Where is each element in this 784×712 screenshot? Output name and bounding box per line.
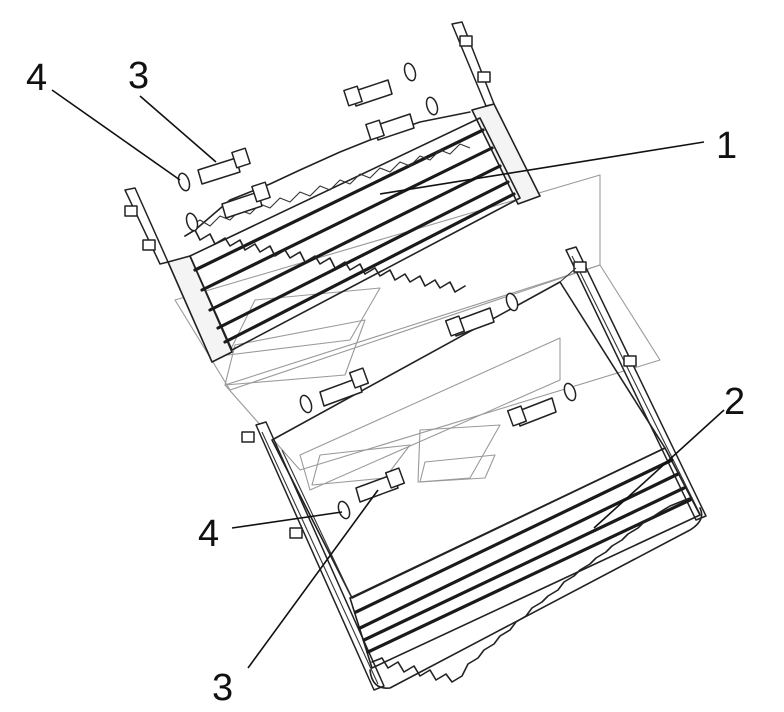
lower-right-bolt-b bbox=[623, 355, 637, 367]
callout-3-bottom: 3 bbox=[212, 667, 233, 709]
callout-4-top: 4 bbox=[26, 57, 47, 99]
upper-bolt-4 bbox=[365, 113, 415, 141]
upper-tread-outline bbox=[189, 117, 521, 351]
upper-washer-3 bbox=[403, 62, 417, 82]
upper-bolt-2 bbox=[221, 181, 271, 219]
lower-bolt-1 bbox=[444, 307, 495, 337]
upper-washer-1 bbox=[177, 172, 191, 192]
lower-right-bolt-a bbox=[573, 261, 587, 273]
upper-washer-2 bbox=[185, 212, 199, 232]
lower-washer-2 bbox=[299, 394, 313, 414]
upper-left-bolt-a bbox=[124, 205, 138, 217]
upper-right-bracket-tab bbox=[451, 21, 495, 107]
upper-washer-4 bbox=[425, 96, 439, 116]
lower-bolt-3 bbox=[506, 397, 557, 427]
lower-left-bolt-b bbox=[289, 527, 303, 539]
upper-right-bolt-a bbox=[459, 35, 473, 47]
upper-left-bolt-b bbox=[142, 239, 156, 251]
callout-3-top: 3 bbox=[128, 55, 149, 97]
upper-bolt-1 bbox=[197, 147, 251, 185]
lower-bolt-4 bbox=[355, 467, 406, 503]
lower-washer-4 bbox=[337, 500, 351, 520]
leader-3-bottom bbox=[247, 489, 379, 669]
leader-4-top bbox=[51, 89, 181, 181]
lower-serrated-edge bbox=[371, 497, 691, 683]
leader-2 bbox=[593, 409, 725, 529]
upper-serrated-edge bbox=[184, 229, 466, 293]
lower-tread-outline bbox=[349, 447, 701, 669]
upper-left-side-bracket bbox=[167, 255, 233, 363]
lower-left-rail bbox=[255, 421, 385, 691]
upper-hardware bbox=[177, 62, 439, 232]
lower-hardware bbox=[299, 292, 577, 520]
leader-lines bbox=[51, 89, 725, 669]
upper-right-bolt-b bbox=[477, 71, 491, 83]
callout-1: 1 bbox=[716, 125, 737, 167]
upper-step-assembly bbox=[124, 21, 541, 363]
lower-step-assembly bbox=[241, 246, 707, 691]
leader-4-bottom bbox=[231, 511, 343, 529]
callout-4-bottom: 4 bbox=[198, 513, 219, 555]
upper-left-bracket-tab bbox=[124, 187, 169, 265]
leader-3-top bbox=[139, 95, 217, 163]
callout-numbers: 4 3 1 2 4 3 bbox=[26, 55, 745, 709]
lower-bolt-2 bbox=[319, 367, 370, 407]
leader-1 bbox=[379, 141, 705, 195]
lower-washer-3 bbox=[563, 382, 577, 402]
lower-washer-1 bbox=[505, 292, 519, 312]
callout-2: 2 bbox=[724, 381, 745, 423]
lower-left-bolt-a bbox=[241, 431, 255, 443]
upper-bolt-3 bbox=[343, 79, 393, 107]
